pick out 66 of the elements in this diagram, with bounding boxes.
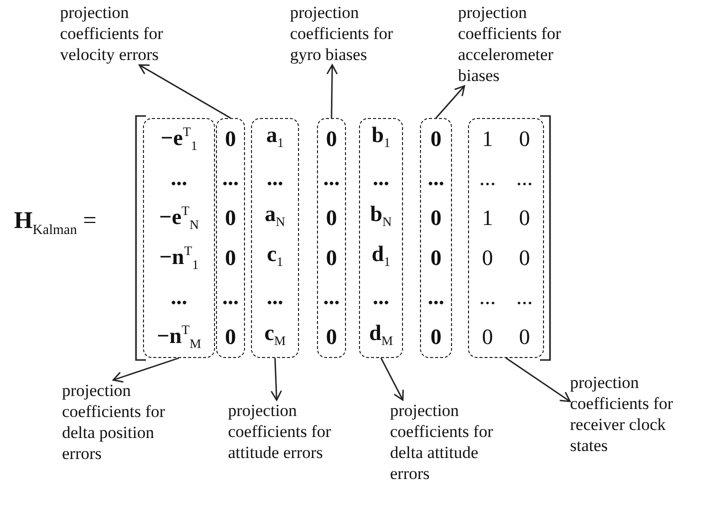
matrix-entry: 0 bbox=[225, 246, 236, 270]
matrix-entry: ... bbox=[323, 166, 340, 190]
matrix-entry: 0 bbox=[519, 325, 530, 350]
matrix-entry: 1 bbox=[482, 126, 493, 151]
matrix-entry: 0 bbox=[430, 126, 442, 151]
matrix-entry: ... bbox=[170, 166, 188, 190]
matrix-entry: ... bbox=[266, 285, 284, 310]
matrix-entry: a$_{1}$ bbox=[266, 122, 284, 152]
arrow bbox=[326, 64, 338, 118]
matrix-entry: 0 bbox=[430, 246, 442, 270]
matrix-entry: 0 bbox=[482, 246, 493, 270]
matrix-entry: ... bbox=[428, 166, 444, 190]
matrix-entry: d$_{1}$ bbox=[372, 242, 390, 271]
arrow bbox=[112, 357, 180, 383]
matrix-entry: 0 bbox=[326, 206, 337, 230]
annotation-text: projection coefficients for receiver clock states bbox=[570, 372, 698, 456]
matrix-entry: 0 bbox=[225, 206, 236, 230]
dashed-box bbox=[468, 118, 544, 358]
matrix-entry: c$_{1}$ bbox=[266, 242, 284, 271]
matrix-entry: ... bbox=[222, 285, 239, 310]
matrix-entry: 0 bbox=[430, 325, 442, 350]
annotation-text: projection coefficients for delta position errors bbox=[62, 380, 190, 464]
annotation-text: projection coefficients for attitude errors bbox=[228, 400, 356, 463]
arrow bbox=[435, 85, 466, 118]
dashed-box bbox=[317, 118, 346, 358]
matrix-entry: ... bbox=[479, 285, 496, 310]
arrow bbox=[138, 64, 231, 119]
matrix-entry: ... bbox=[479, 166, 496, 190]
matrix-entry: ... bbox=[323, 285, 340, 310]
dashed-box bbox=[420, 118, 452, 358]
matrix-entry: 0 bbox=[519, 206, 530, 230]
matrix-entry: ... bbox=[222, 166, 239, 190]
matrix-symbol: H$_{Kalman}$ = bbox=[14, 208, 97, 239]
matrix-entry: d$_{M}$ bbox=[369, 321, 393, 350]
matrix-entry: 0 bbox=[519, 126, 530, 151]
matrix-entry: 0 bbox=[326, 325, 337, 350]
dashed-box bbox=[143, 118, 215, 358]
annotation-text: projection coefficients for delta attitude errors bbox=[390, 400, 518, 484]
matrix-entry: b$_{N}$ bbox=[370, 202, 392, 232]
dashed-box bbox=[216, 118, 245, 358]
dashed-box bbox=[359, 118, 403, 358]
annotation-text: projection coefficients for velocity errors bbox=[60, 2, 188, 65]
matrix-entry: 1 bbox=[482, 206, 493, 230]
matrix-entry: 0 bbox=[519, 246, 530, 270]
dashed-box bbox=[251, 118, 299, 358]
annotation-text: projection coefficients for accelerometer biases bbox=[458, 2, 586, 86]
matrix-entry: b$_{1}$ bbox=[372, 122, 390, 152]
annotation-text: projection coefficients for gyro biases bbox=[290, 2, 418, 65]
matrix-entry: ... bbox=[516, 285, 533, 310]
matrix-entry: a$_{N}$ bbox=[264, 202, 286, 232]
matrix-entry: 0 bbox=[326, 126, 337, 151]
matrix-entry: ... bbox=[266, 166, 284, 190]
matrix-entry: ... bbox=[516, 166, 533, 190]
arrow bbox=[506, 357, 571, 402]
arrow bbox=[380, 358, 404, 401]
matrix-entry: 0 bbox=[482, 325, 493, 350]
matrix-entry: 0 bbox=[225, 126, 236, 151]
matrix-entry: 0 bbox=[225, 325, 236, 350]
matrix-entry: ... bbox=[170, 285, 188, 310]
matrix-entry: ... bbox=[428, 285, 444, 310]
matrix-entry: ... bbox=[372, 285, 390, 310]
matrix-entry: 0 bbox=[430, 206, 442, 230]
matrix-entry: c$_{M}$ bbox=[264, 321, 286, 350]
matrix-entry: ... bbox=[372, 166, 390, 190]
matrix-entry: 0 bbox=[326, 246, 337, 270]
arrow bbox=[270, 358, 282, 401]
